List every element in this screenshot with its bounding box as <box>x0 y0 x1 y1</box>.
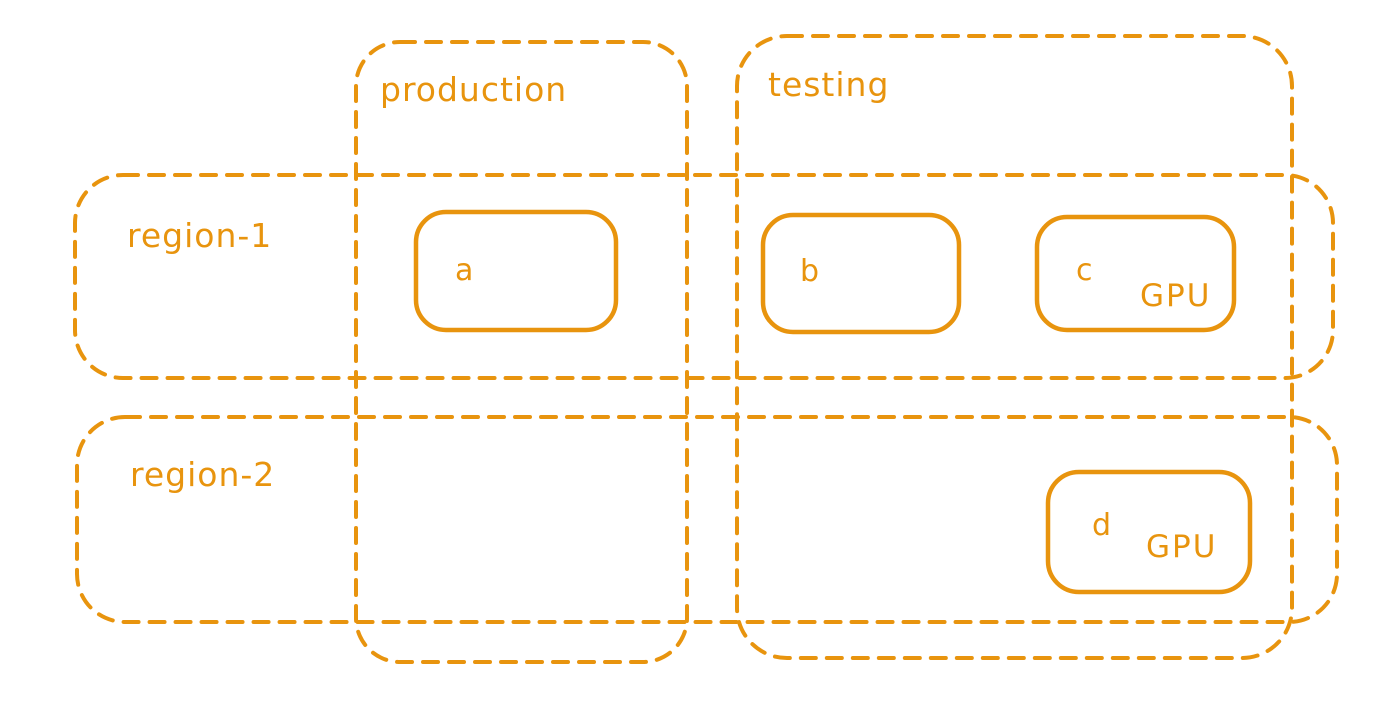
node-c: c GPU <box>1034 214 1237 333</box>
node-c-label: c <box>1076 253 1093 288</box>
node-a: a <box>413 209 619 333</box>
node-a-box <box>413 209 619 333</box>
testing-zone-label: testing <box>768 65 889 104</box>
region-2-zone-label: region-2 <box>130 455 275 494</box>
node-c-gpu-badge: GPU <box>1140 278 1211 314</box>
region-1-zone-outline <box>73 173 1335 380</box>
testing-zone-outline <box>735 34 1294 660</box>
node-d-label: d <box>1092 508 1111 543</box>
node-a-label: a <box>455 253 473 288</box>
production-zone-label: production <box>380 70 567 109</box>
region-2-zone-outline <box>75 415 1339 624</box>
region-1-zone-label: region-1 <box>127 216 272 255</box>
node-d-box <box>1045 469 1253 595</box>
node-d-gpu-badge: GPU <box>1146 529 1217 565</box>
node-d: d GPU <box>1045 469 1253 595</box>
node-c-box <box>1034 214 1237 333</box>
production-zone-outline <box>354 40 689 664</box>
node-b: b <box>760 212 962 335</box>
node-b-box <box>760 212 962 335</box>
node-b-label: b <box>800 254 819 289</box>
